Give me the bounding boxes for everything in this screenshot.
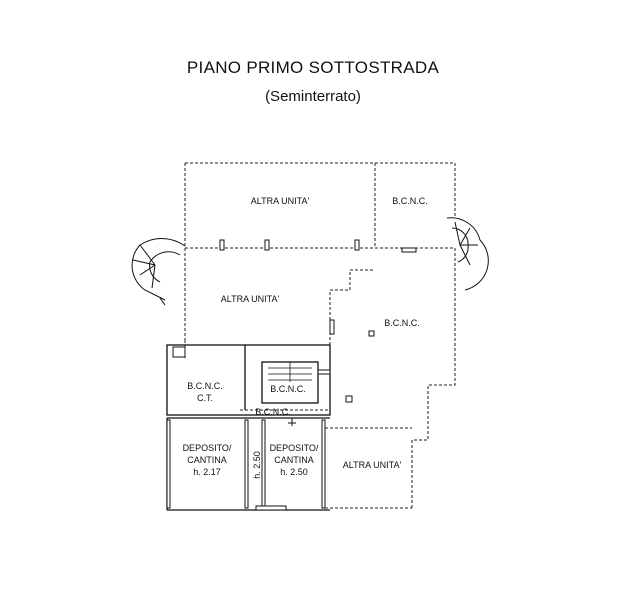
inner-stair xyxy=(268,362,312,382)
room-label-altra-unita-top: ALTRA UNITA' xyxy=(251,196,310,206)
room-label-bcnc-center: B.C.N.C. xyxy=(384,318,420,328)
room-height-1: h. 2.17 xyxy=(193,467,221,477)
right-spiral-stair xyxy=(446,217,489,291)
room-label-cantina-1: CANTINA xyxy=(187,455,227,465)
room-label-bcnc-corridor: B.C.N.C. xyxy=(255,407,291,417)
room-label-bcnc-small: B.C.N.C. xyxy=(270,384,306,394)
room-label-bcnc-ct: B.C.N.C. xyxy=(187,381,223,391)
room-label-deposito-2: DEPOSITO/ xyxy=(270,443,319,453)
room-height-2: h. 2.50 xyxy=(280,467,308,477)
wall-details xyxy=(166,239,417,511)
room-label-altra-unita-bottom: ALTRA UNITA' xyxy=(343,460,402,470)
room-label-ct: C.T. xyxy=(197,393,213,403)
room-label-cantina-2: CANTINA xyxy=(274,455,314,465)
room-label-altra-unita-middle: ALTRA UNITA' xyxy=(221,294,280,304)
column-marker xyxy=(368,330,375,337)
plan-title: PIANO PRIMO SOTTOSTRADA xyxy=(186,58,440,77)
corridor-height: h. 2.50 xyxy=(252,451,262,479)
column-marker xyxy=(345,395,353,403)
plan-subtitle: (Seminterrato) xyxy=(265,88,361,105)
room-label-bcnc-top-right: B.C.N.C. xyxy=(392,196,428,206)
left-spiral-stair xyxy=(131,238,186,306)
room-label-deposito-1: DEPOSITO/ xyxy=(183,443,232,453)
